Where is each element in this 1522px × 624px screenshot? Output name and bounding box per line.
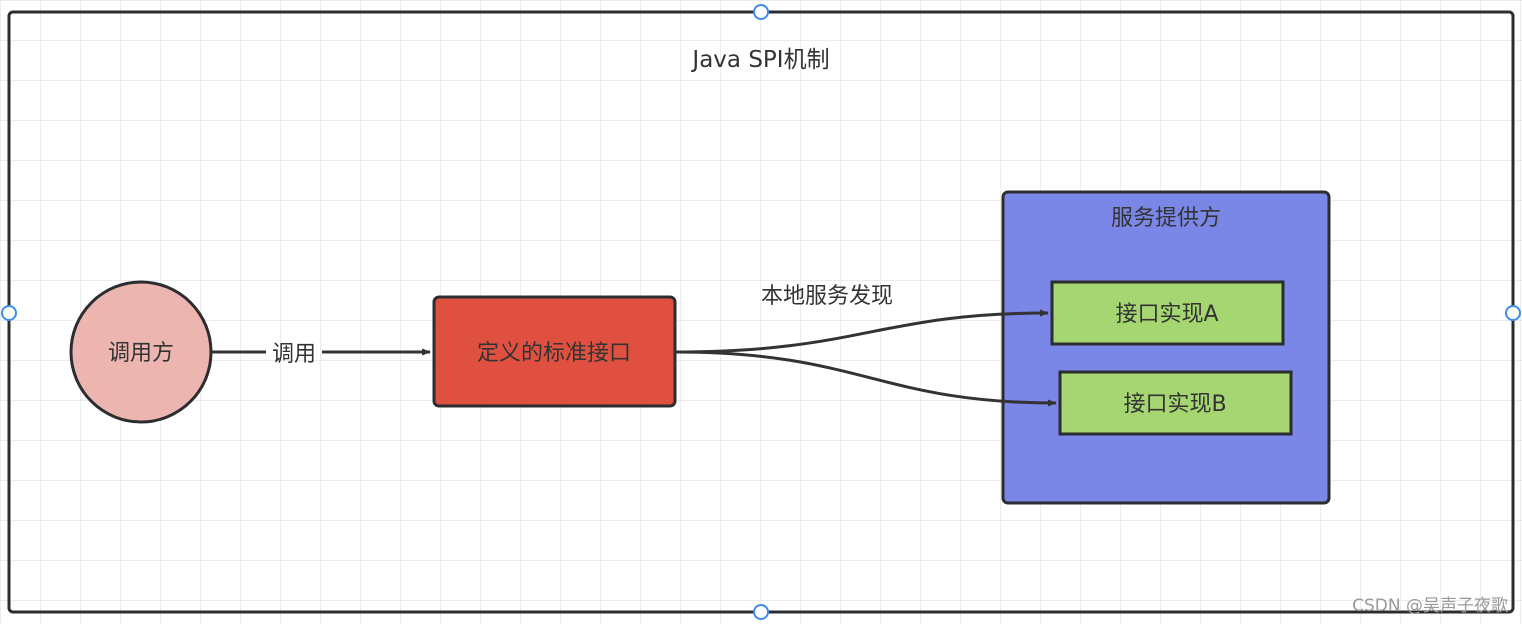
provider-group-label: 服务提供方	[1111, 206, 1221, 231]
standard-interface-node[interactable]: 定义的标准接口	[432, 295, 677, 408]
standard-interface-label: 定义的标准接口	[477, 341, 631, 366]
selection-handle-top[interactable]	[753, 4, 769, 20]
impl-b-node[interactable]: 接口实现B	[1058, 370, 1293, 436]
impl-a-label: 接口实现A	[1115, 302, 1218, 327]
discovery-edge-to-impl-b[interactable]	[675, 350, 1057, 407]
watermark: CSDN @吴声子夜歌	[1352, 596, 1508, 616]
caller-node[interactable]: 调用方	[69, 280, 213, 424]
selection-handle-right[interactable]	[1505, 305, 1521, 321]
impl-b-label: 接口实现B	[1123, 392, 1226, 417]
impl-a-node[interactable]: 接口实现A	[1050, 280, 1285, 346]
discovery-edge-label: 本地服务发现	[761, 284, 893, 309]
discovery-edges[interactable]: 本地服务发现	[675, 284, 1057, 407]
provider-group[interactable]: 服务提供方	[1001, 190, 1331, 505]
call-edge-label: 调用	[272, 342, 316, 367]
selection-handle-left[interactable]	[1, 305, 17, 321]
call-edge[interactable]: 调用	[211, 342, 431, 367]
selection-handle-bottom[interactable]	[753, 604, 769, 620]
discovery-edge-to-impl-a[interactable]	[675, 309, 1049, 354]
diagram-title: Java SPI机制	[690, 47, 829, 73]
caller-label: 调用方	[108, 341, 174, 366]
